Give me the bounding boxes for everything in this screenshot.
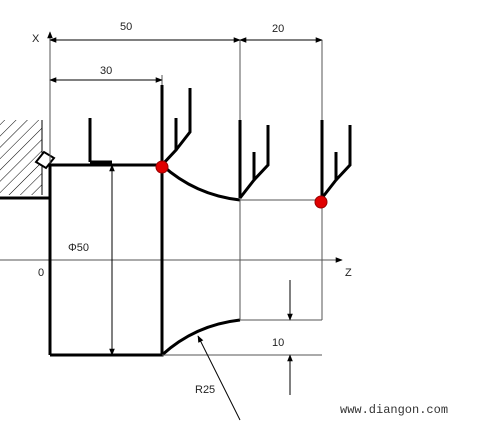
tool-4 (320, 120, 352, 199)
tool-3 (238, 120, 270, 199)
dim-30-label: 30 (100, 65, 112, 77)
tool-2 (160, 85, 192, 167)
dim-50-label: 50 (120, 21, 132, 33)
radius-label: R25 (195, 384, 215, 396)
lower-arc (160, 318, 241, 357)
axis-x-label: X (32, 33, 40, 45)
watermark: www.diangon.com (340, 403, 448, 417)
dim-20-label: 20 (272, 23, 284, 35)
origin-label: 0 (38, 267, 44, 279)
chuck-hatch (0, 120, 42, 195)
marker-start-point (155, 160, 169, 174)
dim-10-label: 10 (272, 337, 284, 349)
radius-leader (197, 335, 241, 421)
tool-1 (88, 118, 112, 164)
marker-end-point (314, 195, 328, 209)
axis-z-label: Z (345, 267, 352, 279)
upper-arc (160, 163, 241, 202)
diameter-label: Φ50 (68, 242, 89, 254)
